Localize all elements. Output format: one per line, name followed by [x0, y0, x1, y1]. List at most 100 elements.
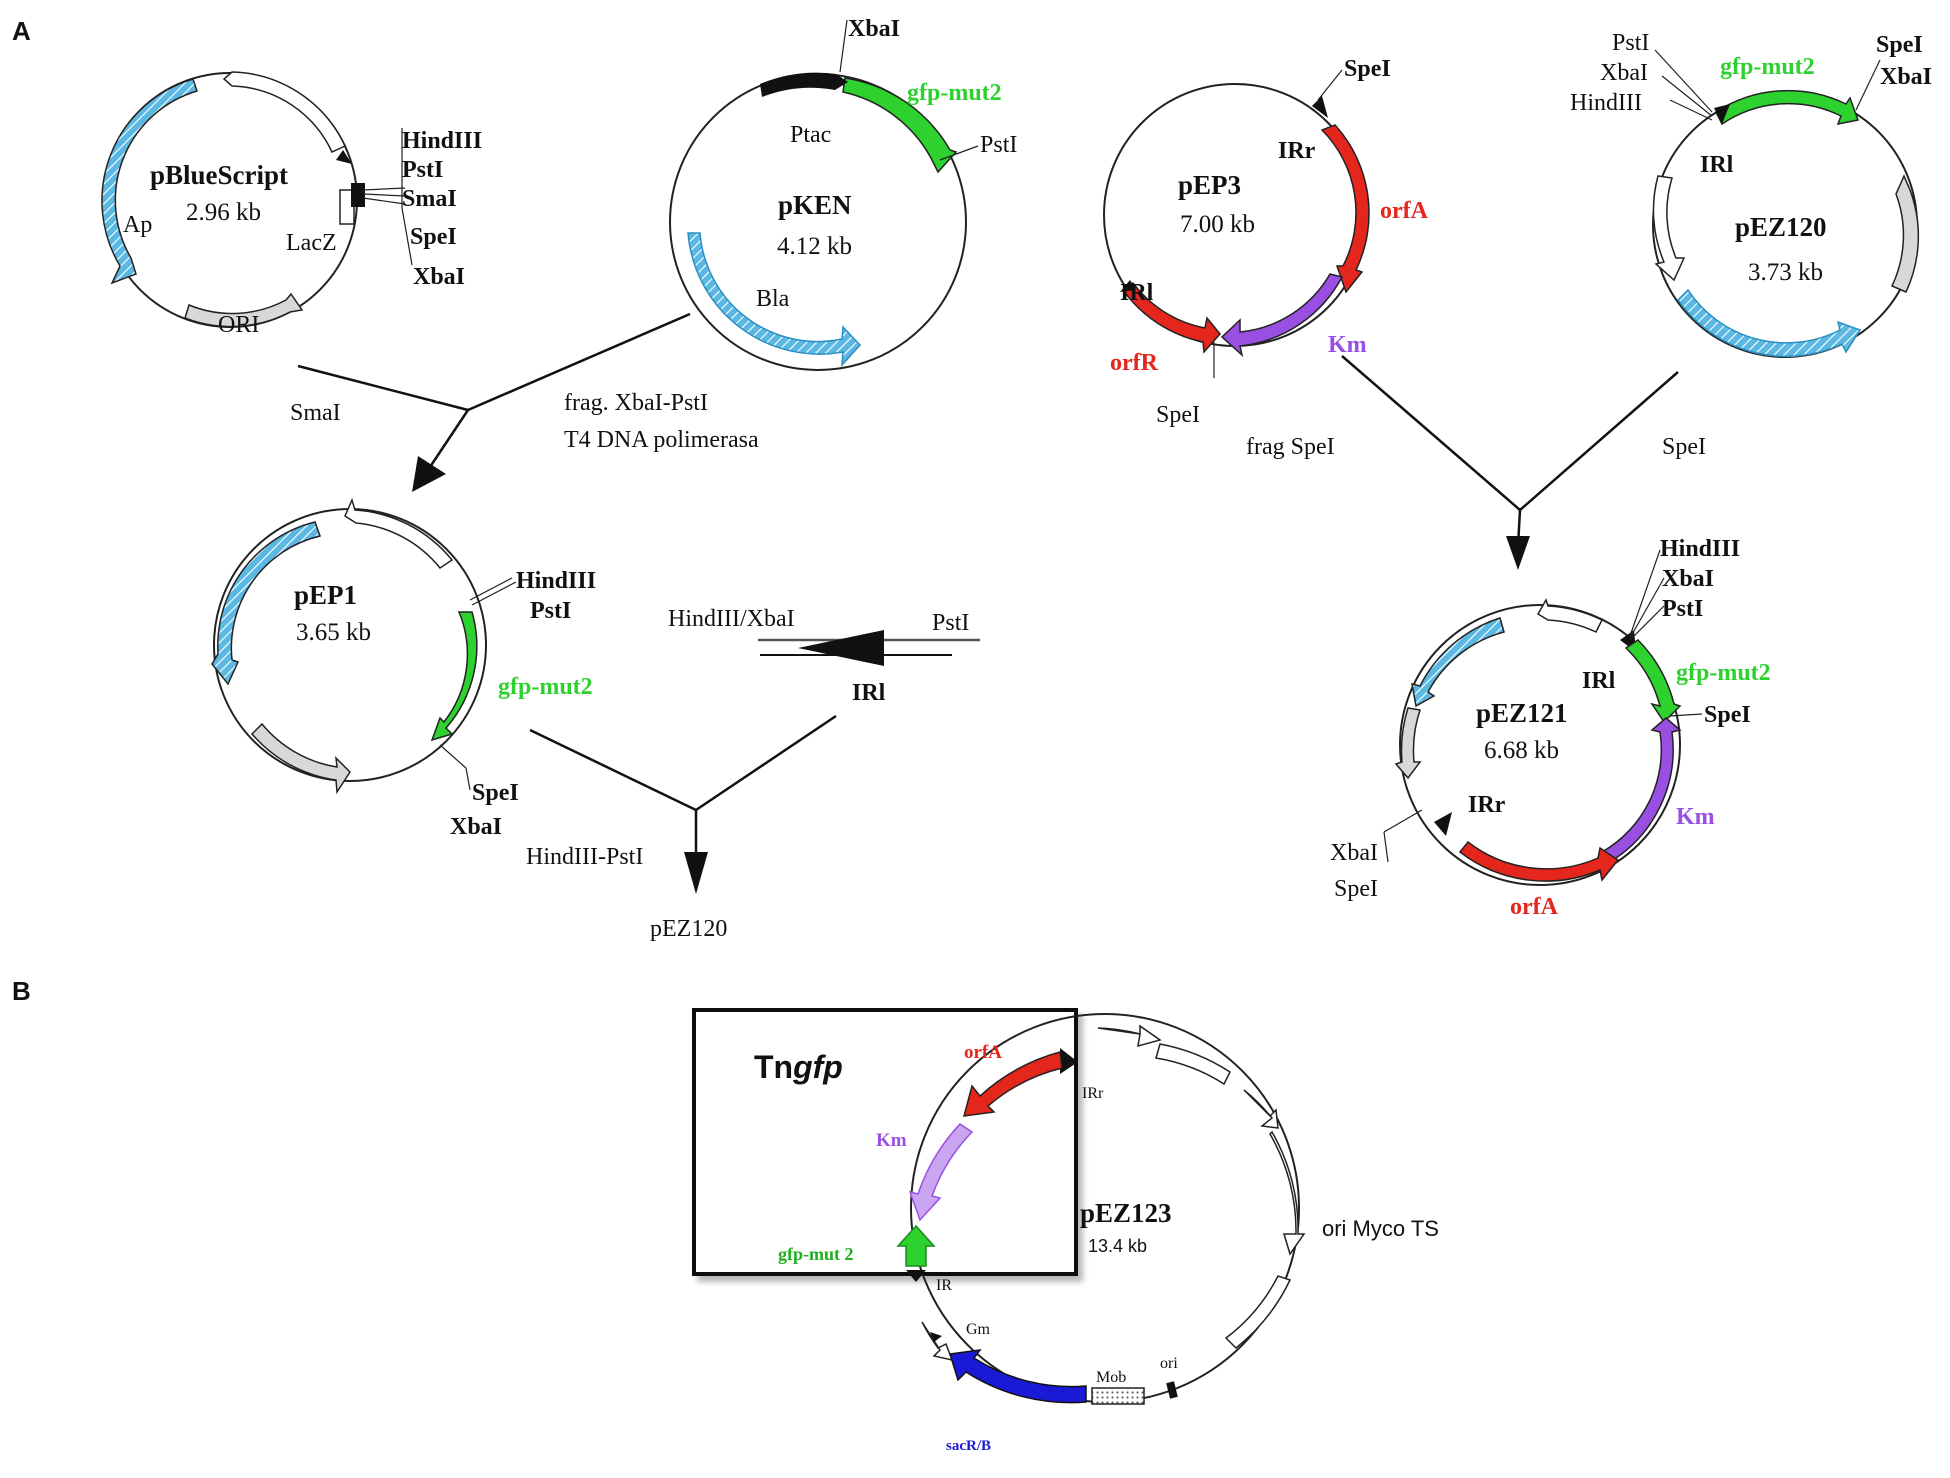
feature-orfa	[962, 1051, 1063, 1117]
feature-sacrb	[949, 1349, 1087, 1404]
feature-grey-left	[1394, 707, 1422, 780]
feature-label-orfa: orfA	[964, 1042, 1002, 1063]
site-xbai: XbaI	[1600, 60, 1648, 86]
site-line-spei-b	[465, 767, 471, 791]
step-label-hindiii-psti: HindIII-PstI	[526, 844, 643, 870]
site-line-hindiii	[1629, 549, 1661, 637]
site-line-xbai	[1661, 75, 1713, 117]
plasmid-pez123: Tngfp orfA IRr Km pEZ123 13.4 kb gfp-mut…	[692, 1008, 1439, 1454]
arrow-shaft	[426, 409, 470, 471]
join-line-right	[1519, 371, 1679, 511]
feature-label-gfp: gfp-mut2	[1676, 660, 1771, 686]
feature-gfp	[1624, 639, 1682, 724]
feature-label-mob: Mob	[1096, 1369, 1126, 1386]
feature-label-km: Km	[1676, 804, 1715, 830]
feature-km	[908, 1123, 974, 1222]
feature-gfp	[896, 1224, 936, 1267]
feature-grey-right	[1890, 174, 1920, 293]
feature-label-irl: IRl	[1582, 668, 1616, 694]
site-spei-bottom: SpeI	[1156, 402, 1200, 428]
mcs-line-3	[362, 197, 406, 205]
feature-label-gfp: gfp-mut2	[907, 80, 1002, 106]
feature-label-gfp: gfp-mut 2	[778, 1244, 854, 1264]
feature-gfp	[842, 77, 958, 174]
plasmid-size: 3.65 kb	[296, 619, 371, 646]
plasmid-name: pKEN	[778, 190, 852, 220]
step-label-t4: T4 DNA polimerasa	[564, 427, 759, 453]
site-spei: SpeI	[472, 780, 519, 806]
feature-label-ori-myco: ori Myco TS	[1322, 1216, 1439, 1241]
feature-ap	[1411, 617, 1505, 708]
feature-label-irr: IRr	[1468, 792, 1506, 818]
join-line-left	[1341, 355, 1521, 511]
feature-label-irr: IRr	[1278, 138, 1316, 164]
panel-a-letter: A	[12, 16, 31, 46]
tngfp-title-prefix: Tn	[754, 1049, 793, 1085]
feature-gfp	[1715, 89, 1860, 126]
site-hindiii: HindIII	[516, 568, 596, 594]
step-pep3-pez120-to-pez121: frag SpeI SpeI	[1246, 355, 1706, 570]
plasmid-size: 7.00 kb	[1180, 211, 1255, 238]
tngfp-box-title: Tngfp	[754, 1049, 843, 1085]
feature-ptac	[760, 72, 848, 97]
feature-label-ori: ori	[1160, 1355, 1178, 1372]
feature-mcs-arrow	[336, 150, 352, 164]
plasmid-name: pEP3	[1178, 170, 1241, 200]
site-xbai-right: XbaI	[1880, 64, 1932, 90]
step-product-pez120: pEZ120	[650, 916, 727, 942]
site-spei: SpeI	[1876, 32, 1923, 58]
insert-label-left: HindIII/XbaI	[668, 606, 795, 632]
feature-gfp	[430, 611, 478, 742]
feature-label-ir: IR	[936, 1277, 952, 1294]
feature-label-km: Km	[876, 1130, 907, 1151]
feature-label-sacrb: sacR/B	[946, 1438, 991, 1454]
feature-ori	[184, 292, 304, 328]
step-label-frag: frag. XbaI-PstI	[564, 390, 708, 416]
feature-ap	[1677, 288, 1862, 358]
plasmid-pez120: PstI XbaI HindIII gfp-mut2 SpeI XbaI IRl…	[1570, 30, 1932, 358]
feature-label-gfp: gfp-mut2	[1720, 54, 1815, 80]
feature-label-km: Km	[1328, 332, 1367, 358]
plasmid-pbluescript: pBlueScript 2.96 kb Ap LacZ ORI HindIII …	[101, 71, 482, 338]
feature-irr-arrow	[1060, 1048, 1078, 1074]
feature-km	[1220, 273, 1344, 358]
site-line-spei	[1669, 713, 1703, 717]
plasmid-pep3: SpeI IRr pEP3 7.00 kb orfA IRl orfR Km S…	[1103, 56, 1429, 428]
site-xbai: XbaI	[450, 814, 502, 840]
site-xbai-left: XbaI	[1330, 840, 1378, 866]
arrow-head	[684, 852, 708, 894]
join-line-left	[297, 364, 469, 412]
site-psti: PstI	[402, 157, 443, 183]
site-line-xbai-left	[1383, 809, 1423, 833]
feature-white-left	[1652, 175, 1686, 282]
step-label-spei: SpeI	[1662, 434, 1706, 460]
site-xbai: XbaI	[413, 264, 465, 290]
site-line-spei-left	[1383, 831, 1389, 863]
insert-irl-fragment: HindIII/XbaI PstI IRl	[668, 606, 980, 706]
feature-orfa	[1458, 840, 1620, 882]
arrow-head	[412, 456, 446, 492]
feature-label-lacz: LacZ	[286, 230, 337, 256]
feature-white-top-1	[1097, 1024, 1162, 1048]
plasmid-size: 13.4 kb	[1088, 1236, 1147, 1256]
plasmid-size: 6.68 kb	[1484, 737, 1559, 764]
site-line-xbai	[1629, 577, 1665, 639]
feature-label-orfa: orfA	[1380, 198, 1429, 224]
insert-label-irl: IRl	[852, 680, 886, 706]
site-spei-left: SpeI	[1334, 876, 1378, 902]
feature-white-right-1	[1243, 1089, 1279, 1129]
plasmid-size: 4.12 kb	[777, 233, 852, 260]
site-line-spei	[439, 744, 467, 769]
step-label-frag-spei: frag SpeI	[1246, 434, 1335, 460]
plasmid-name: pEP1	[294, 580, 357, 610]
feature-lacz	[222, 71, 346, 153]
feature-label-orfa: orfA	[1510, 894, 1559, 920]
insert-irl-arrow	[798, 630, 884, 666]
feature-label-orfr: orfR	[1110, 350, 1159, 376]
site-line-spei-top	[1317, 69, 1343, 101]
feature-label-gm: Gm	[966, 1321, 991, 1338]
tngfp-title-italic: gfp	[792, 1049, 843, 1085]
tngfp-box	[692, 1008, 1078, 1276]
feature-label-ptac: Ptac	[790, 122, 831, 148]
